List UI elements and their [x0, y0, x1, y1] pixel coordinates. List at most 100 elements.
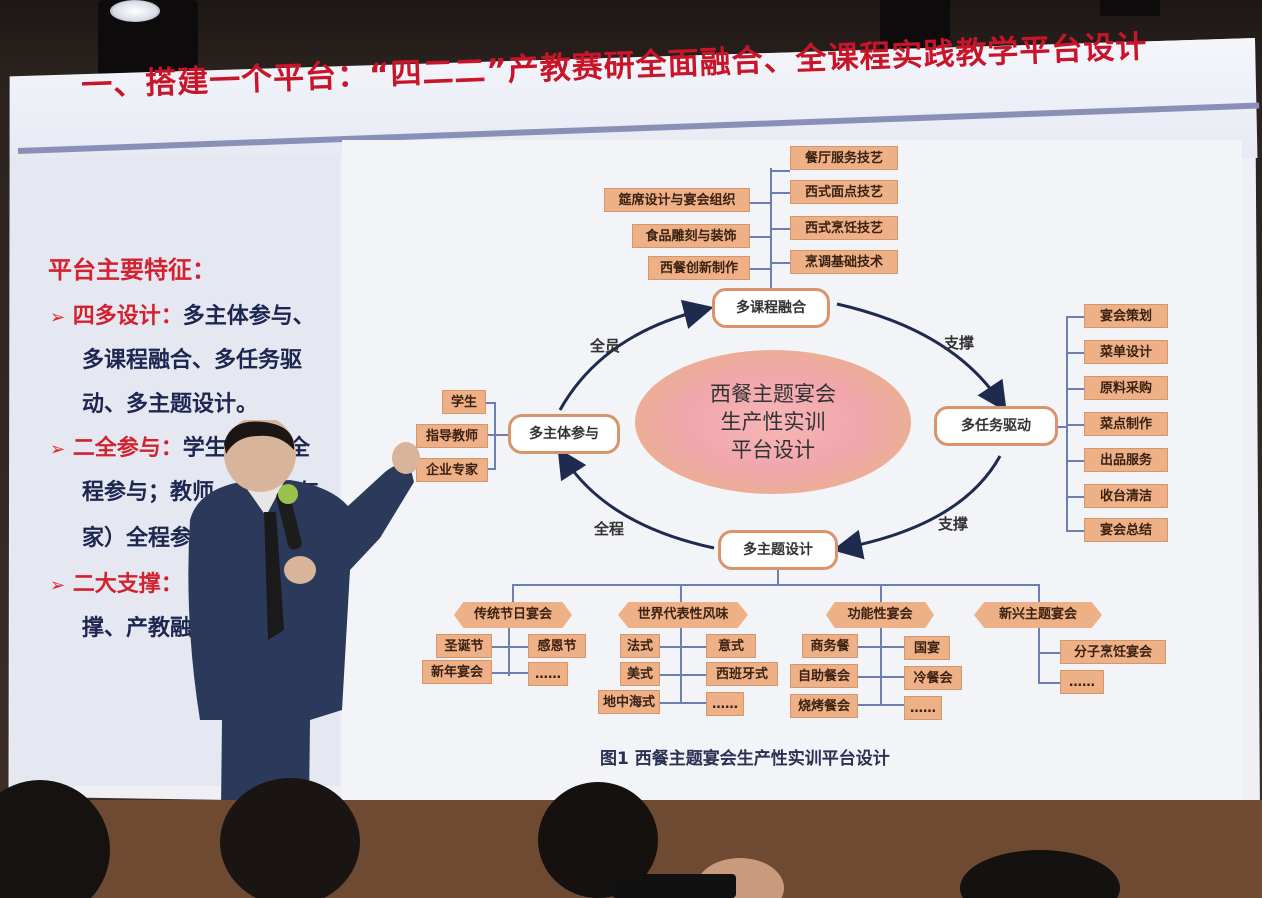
- connector-line: [512, 584, 1040, 586]
- center-ellipse: [635, 350, 911, 494]
- center-line: 生产性实训: [720, 410, 826, 434]
- connector-line: [1066, 388, 1084, 390]
- connector-line: [1066, 460, 1084, 462]
- connector-line: [660, 702, 706, 704]
- microphone-icon: [276, 490, 302, 550]
- speaker-person: [188, 420, 420, 898]
- connector-line: [494, 434, 508, 436]
- theme-item-box: 西班牙式: [706, 662, 778, 686]
- theme-item-box: 法式: [620, 634, 660, 658]
- theme-group-label: 新兴主题宴会: [974, 602, 1102, 628]
- connector-line: [512, 584, 514, 602]
- cycle-arrows: [557, 299, 1007, 560]
- bullet-key: 二全参与：: [72, 436, 183, 461]
- subject-box: 企业专家: [416, 458, 488, 482]
- theme-item-box: 烧烤餐会: [790, 694, 858, 718]
- connector-line: [880, 628, 882, 706]
- bullet-text: 程参与；教师: [82, 480, 215, 505]
- bullet-text: 学生: [182, 436, 227, 461]
- connector-line: [508, 628, 510, 676]
- connector-line: [770, 228, 790, 230]
- center-line: 西餐主题宴会: [710, 382, 836, 406]
- course-box: 食品雕刻与装饰: [632, 224, 750, 248]
- center-line: 平台设计: [731, 438, 815, 462]
- center-title: 西餐主题宴会 生产性实训 平台设计: [635, 380, 911, 464]
- course-box: 筵席设计与宴会组织: [604, 188, 750, 212]
- connector-line: [482, 402, 496, 404]
- subject-box: 指导教师: [416, 424, 488, 448]
- speaker-suit: [188, 464, 414, 898]
- theme-item-box: 自助餐会: [790, 664, 858, 688]
- course-box: 烹调基础技术: [790, 250, 898, 274]
- theme-item-box: 分子烹饪宴会: [1060, 640, 1166, 664]
- label-whole-process: 全程: [594, 520, 625, 538]
- connector-line: [1058, 426, 1068, 428]
- connector-line: [750, 268, 770, 270]
- theme-item-box: 意式: [706, 634, 756, 658]
- theme-item-box: 商务餐: [802, 634, 858, 658]
- bullet-key: 二大支撑：: [72, 572, 183, 597]
- connector-line: [1038, 652, 1060, 654]
- task-box: 菜单设计: [1084, 340, 1168, 364]
- audience-head: [0, 780, 110, 898]
- theme-item-box: ……: [528, 662, 568, 686]
- theme-item-box: 地中海式: [598, 690, 660, 714]
- speaker-hair: [224, 421, 295, 454]
- connector-line: [750, 202, 770, 204]
- course-box: 西式烹饪技艺: [790, 216, 898, 240]
- theme-item-box: 国宴: [904, 636, 950, 660]
- microphone-head: [278, 484, 298, 504]
- task-box: 宴会策划: [1084, 304, 1168, 328]
- task-box: 出品服务: [1084, 448, 1168, 472]
- audience-head: [220, 778, 360, 898]
- bullet-3: ➢ 二大支撑：: [50, 566, 183, 598]
- stage-light-lens: [110, 0, 160, 22]
- connector-line: [488, 434, 496, 436]
- connector-line: [492, 646, 528, 648]
- phone-icon: [612, 874, 736, 898]
- theme-item-box: 感恩节: [528, 634, 586, 658]
- theme-group-label: 世界代表性风味: [618, 602, 748, 628]
- hub-tasks: 多任务驱动: [934, 406, 1058, 446]
- label-support-right: 支撑: [944, 334, 975, 352]
- connector-line: [880, 584, 882, 602]
- connector-line: [1066, 352, 1084, 354]
- stage-light: [880, 0, 950, 48]
- connector-line: [1066, 496, 1084, 498]
- audience-head: [538, 782, 658, 898]
- arrow-courses-to-tasks: [836, 302, 1007, 412]
- connector-line: [777, 570, 779, 586]
- theme-item-box: ……: [904, 696, 942, 720]
- task-box: 原料采购: [1084, 376, 1168, 400]
- theme-item-box: 冷餐会: [904, 666, 962, 690]
- theme-item-box: 美式: [620, 662, 660, 686]
- course-box: 西式面点技艺: [790, 180, 898, 204]
- theme-item-box: ……: [1060, 670, 1104, 694]
- speaker-shirt-front: [264, 512, 284, 640]
- bullet-text: 家）全程参: [82, 526, 193, 551]
- connector-line: [1038, 682, 1060, 684]
- connector-line: [660, 646, 706, 648]
- connector-line: [494, 402, 496, 470]
- course-box: 餐厅服务技艺: [790, 146, 898, 170]
- theme-item-box: 圣诞节: [436, 634, 492, 658]
- bullet-text: 多主体参与、: [182, 304, 315, 329]
- arrow-bullet-icon: ➢: [50, 307, 66, 328]
- bullet-text: 动、多主题设计。: [82, 392, 259, 417]
- course-box: 西餐创新制作: [648, 256, 750, 280]
- theme-group-label: 功能性宴会: [826, 602, 934, 628]
- connector-line: [1066, 424, 1084, 426]
- task-box: 收台清洁: [1084, 484, 1168, 508]
- task-box: 宴会总结: [1084, 518, 1168, 542]
- hub-subjects: 多主体参与: [508, 414, 620, 454]
- figure-caption: 图1 西餐主题宴会生产性实训平台设计: [600, 749, 890, 769]
- label-support-bottom: 支撑: [938, 515, 969, 533]
- bullet-key: 四多设计：: [72, 304, 183, 329]
- theme-item-box: 新年宴会: [422, 660, 492, 684]
- subject-box: 学生: [442, 390, 486, 414]
- arrow-subjects-to-courses: [558, 299, 714, 411]
- connector-line: [680, 584, 682, 602]
- connector-line: [750, 236, 770, 238]
- bullet-2: ➢ 二全参与：学生: [50, 430, 227, 462]
